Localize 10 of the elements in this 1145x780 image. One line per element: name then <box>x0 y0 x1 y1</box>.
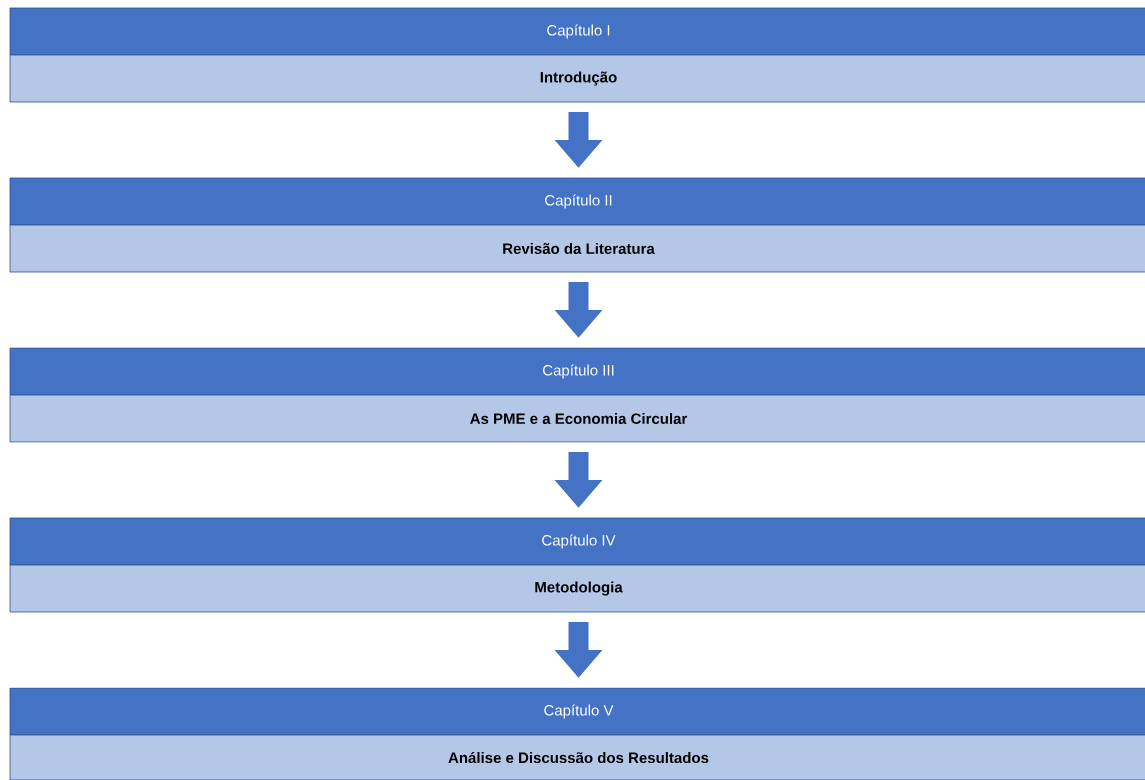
chapter-title-band: As PME e a Economia Circular <box>9 394 1145 443</box>
chapter-header: Capítulo I <box>9 7 1145 56</box>
chapter-header: Capítulo III <box>9 347 1145 396</box>
chapter-header: Capítulo II <box>9 177 1145 226</box>
chapter-header: Capítulo V <box>9 687 1145 736</box>
chapter-title-band: Revisão da Literatura <box>9 224 1145 273</box>
chapter-header: Capítulo IV <box>9 517 1145 566</box>
chapter-title-band: Metodologia <box>9 564 1145 613</box>
chapter-title-band: Introdução <box>9 54 1145 103</box>
chapter-title-band: Análise e Discussão dos Resultados <box>9 734 1145 780</box>
